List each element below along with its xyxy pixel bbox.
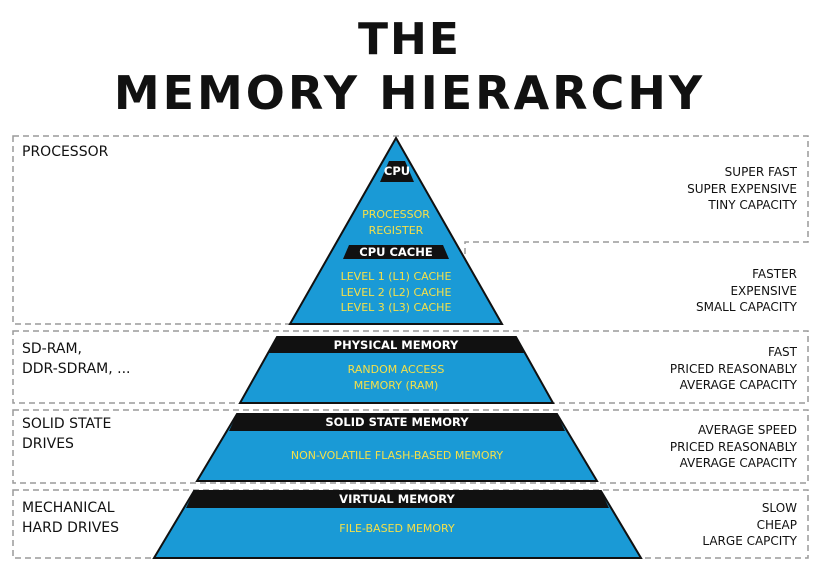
tier-box-processor	[12, 135, 809, 325]
trait-cost: PRICED REASONABLY	[669, 361, 797, 376]
level-line: NON-VOLATILE FLASH-BASED MEMORY	[290, 449, 504, 462]
label-ram-line-1: SD-RAM,	[22, 341, 82, 357]
band-cpu-cache	[343, 245, 449, 259]
trait-capacity: AVERAGE CAPACITY	[679, 456, 797, 470]
band-label-virtual-memory: VIRTUAL MEMORY	[339, 492, 455, 506]
trait-speed: SLOW	[761, 501, 797, 515]
trait-capacity: LARGE CAPCITY	[702, 534, 797, 548]
band-label-cpu: CPU	[383, 164, 411, 178]
label-ssd-line-1: SOLID STATE	[22, 416, 112, 432]
label-hdd-line-1: MECHANICAL	[22, 500, 115, 516]
level-hdd: FILE-BASED MEMORY	[297, 521, 497, 537]
traits-hdd: SLOW CHEAP LARGE CAPCITY	[702, 500, 797, 550]
level-ssd: NON-VOLATILE FLASH-BASED MEMORY	[227, 448, 567, 464]
traits-ram: FAST PRICED REASONABLY AVERAGE CAPACITY	[670, 344, 797, 394]
band-label-physical-memory: PHYSICAL MEMORY	[333, 338, 459, 352]
label-processor: PROCESSOR	[22, 142, 108, 162]
label-hdd: MECHANICAL HARD DRIVES	[22, 498, 119, 538]
trait-speed: SUPER FAST	[724, 165, 797, 179]
trait-cost: PRICED REASONABLY	[669, 439, 797, 454]
trait-speed: FASTER	[752, 267, 797, 281]
trait-cost: CHEAP	[756, 517, 797, 532]
level-line: MEMORY (RAM)	[353, 378, 439, 392]
band-label-solid-state-memory: SOLID STATE MEMORY	[325, 415, 469, 429]
level-line: LEVEL 2 (L2) CACHE	[340, 285, 452, 299]
pyramid	[152, 135, 643, 559]
traits-cache: FASTER EXPENSIVE SMALL CAPACITY	[696, 266, 797, 316]
pyramid-section-processor	[288, 135, 504, 325]
trait-speed: FAST	[768, 345, 797, 359]
trait-speed: AVERAGE SPEED	[697, 423, 797, 437]
trait-cost: EXPENSIVE	[730, 283, 797, 298]
trait-cost: SUPER EXPENSIVE	[687, 181, 797, 196]
label-ssd-line-2: DRIVES	[22, 436, 74, 452]
level-line: FILE-BASED MEMORY	[339, 522, 455, 535]
band-virtual-memory	[186, 491, 609, 508]
label-ssd: SOLID STATE DRIVES	[22, 414, 111, 454]
title-line-2: MEMORY HIERARCHY	[113, 66, 706, 120]
trait-capacity: SMALL CAPACITY	[696, 300, 797, 314]
level-processor-register: PROCESSOR REGISTER	[336, 207, 456, 238]
level-ram: RANDOM ACCESS MEMORY (RAM)	[306, 362, 486, 393]
label-hdd-line-2: HARD DRIVES	[22, 520, 120, 536]
band-solid-state-memory	[229, 414, 565, 431]
tier-box-ssd	[12, 409, 809, 484]
traits-register: SUPER FAST SUPER EXPENSIVE TINY CAPACITY	[687, 164, 797, 214]
label-ram: SD-RAM, DDR-SDRAM, ...	[22, 339, 131, 379]
band-physical-memory	[269, 337, 524, 353]
traits-ssd: AVERAGE SPEED PRICED REASONABLY AVERAGE …	[670, 422, 797, 472]
level-cache: LEVEL 1 (L1) CACHE LEVEL 2 (L2) CACHE LE…	[306, 269, 486, 316]
band-cpu	[380, 161, 414, 182]
band-label-cpu-cache: CPU CACHE	[359, 245, 433, 259]
trait-capacity: TINY CAPACITY	[708, 198, 797, 212]
label-processor-line-1: PROCESSOR	[22, 144, 109, 160]
trait-capacity: AVERAGE CAPACITY	[679, 378, 797, 392]
label-ram-line-2: DDR-SDRAM, ...	[22, 361, 131, 377]
level-line: REGISTER	[368, 223, 424, 237]
level-line: LEVEL 1 (L1) CACHE	[340, 270, 452, 283]
level-line: RANDOM ACCESS	[347, 363, 445, 376]
title-line-1: THE	[358, 14, 461, 65]
level-line: LEVEL 3 (L3) CACHE	[340, 301, 452, 314]
level-line: PROCESSOR	[362, 208, 430, 221]
